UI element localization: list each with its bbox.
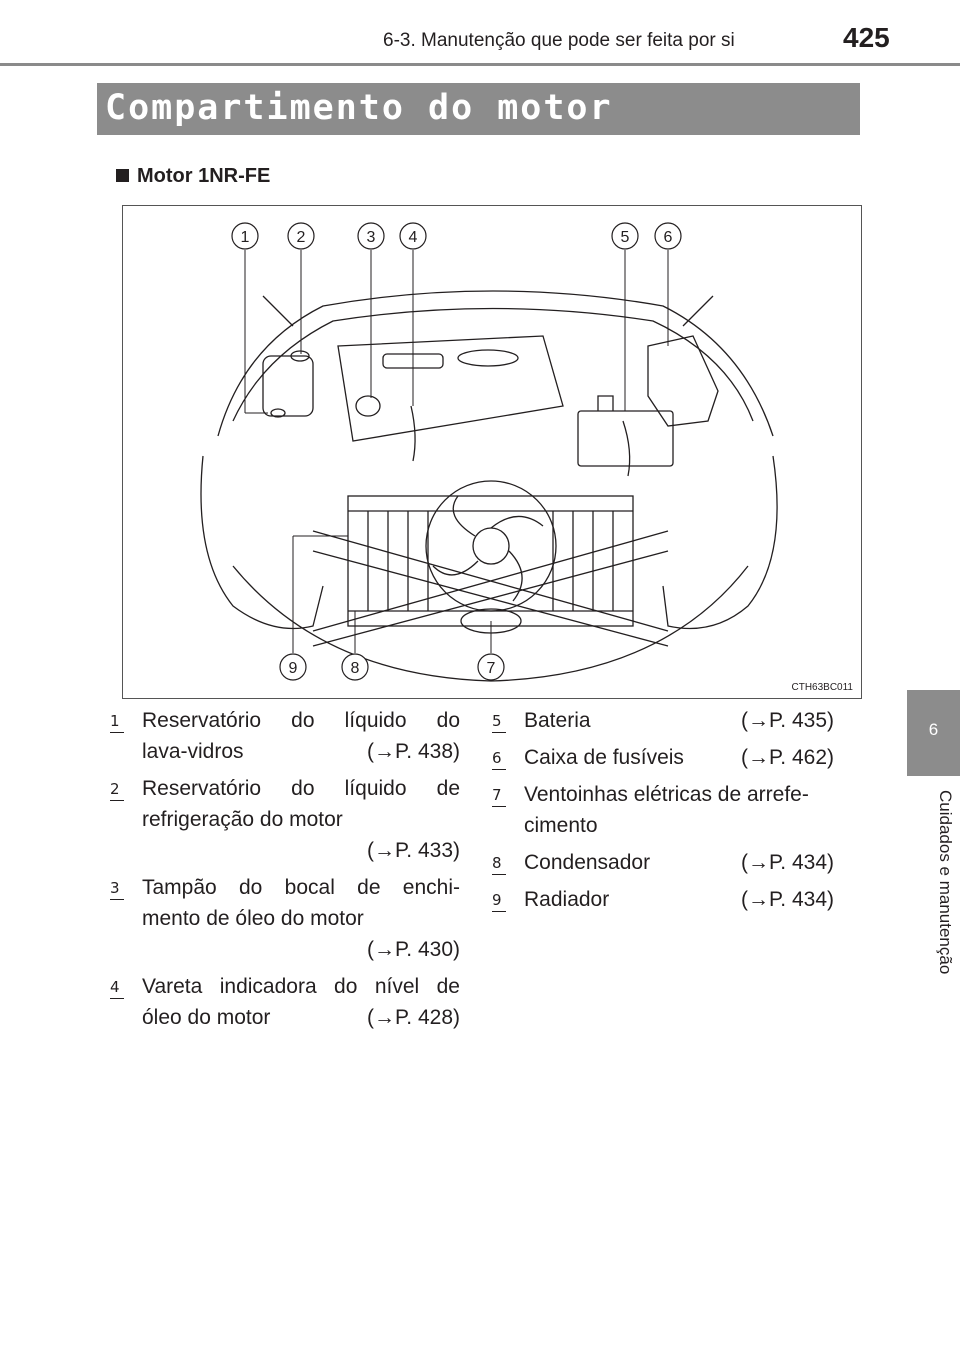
header-rule xyxy=(0,63,960,66)
legend-number: 1 xyxy=(110,711,125,733)
legend-number: 8 xyxy=(492,853,507,875)
legend-number: 6 xyxy=(492,748,507,770)
callout-6-circle xyxy=(654,222,682,250)
page-reference: (→P. 428) xyxy=(367,1006,460,1029)
legend-text: Reservatório do líquido de xyxy=(142,777,460,800)
callout-1-circle xyxy=(231,222,259,250)
page-reference: (→P. 434) xyxy=(741,851,834,874)
legend-item: 8 Condensador (→P. 434) xyxy=(492,847,834,878)
callout-4: 4 xyxy=(409,229,418,246)
callout-6: 6 xyxy=(664,229,673,246)
legend-item: 3 Tampão do bocal de enchi- mento de óle… xyxy=(110,872,460,965)
page-reference: (→P. 462) xyxy=(741,746,834,769)
callout-8-circle xyxy=(341,653,369,681)
legend-text: Reservatório do líquido do xyxy=(142,709,460,732)
callout-2: 2 xyxy=(297,229,306,246)
legend-item: 2 Reservatório do líquido de refrigeraçã… xyxy=(110,773,460,866)
legend-item: 6 Caixa de fusíveis (→P. 462) xyxy=(492,742,834,773)
legend-number: 2 xyxy=(110,779,125,801)
legend-item: 7 Ventoinhas elétricas de arrefe- ciment… xyxy=(492,779,834,841)
legend-left: 1 Reservatório do líquido do lava-vidros… xyxy=(110,705,460,1039)
page-reference: (→P. 434) xyxy=(741,888,834,911)
legend-text: Caixa de fusíveis xyxy=(524,746,684,769)
legend-number: 4 xyxy=(110,977,125,999)
chapter-number: 6 xyxy=(928,720,939,739)
square-bullet-icon xyxy=(116,169,129,182)
legend-text: Bateria xyxy=(524,709,591,732)
callout-3: 3 xyxy=(367,229,376,246)
legend-text: Vareta indicadora do nível de xyxy=(142,975,460,998)
figure-code: CTH63BC011 xyxy=(791,682,853,693)
legend-number: 5 xyxy=(492,711,507,733)
callout-8: 8 xyxy=(351,660,360,677)
callout-3-circle xyxy=(357,222,385,250)
callout-9: 9 xyxy=(289,660,298,677)
subheading: Motor 1NR-FE xyxy=(116,165,270,188)
engine-drawing: 1 2 3 4 5 6 7 8 9 xyxy=(200,222,778,682)
legend-number: 3 xyxy=(110,878,125,900)
chapter-tab: 6 xyxy=(907,690,960,776)
legend-right: 5 Bateria (→P. 435) 6 Caixa de fusíveis (→… xyxy=(492,705,834,921)
title-bar: Compartimento do motor xyxy=(97,83,860,135)
legend-text: Tampão do bocal de enchi- xyxy=(142,876,460,899)
legend-text: óleo do motor xyxy=(142,1006,271,1029)
callout-7-circle xyxy=(477,653,505,681)
legend-text: lava-vidros xyxy=(142,740,244,763)
page-reference: (→P. 433) xyxy=(367,839,460,862)
chapter-label: Cuidados e manutenção xyxy=(936,790,955,975)
subheading-text: Motor 1NR-FE xyxy=(137,165,271,187)
legend-text: Ventoinhas elétricas de arrefe- xyxy=(524,783,809,806)
legend-number: 7 xyxy=(492,785,507,807)
section-title: 6-3. Manutenção que pode ser feita por s… xyxy=(383,30,735,51)
legend-item: 5 Bateria (→P. 435) xyxy=(492,705,834,736)
legend-item: 4 Vareta indicadora do nível de óleo do … xyxy=(110,971,460,1033)
callout-5-circle xyxy=(611,222,639,250)
page-reference: (→P. 430) xyxy=(367,938,460,961)
page-title: Compartimento do motor xyxy=(105,88,613,128)
legend-text: mento de óleo do motor xyxy=(142,907,364,930)
legend-text: refrigeração do motor xyxy=(142,808,343,831)
callout-1: 1 xyxy=(241,229,250,246)
callout-2-circle xyxy=(287,222,315,250)
page-reference: (→P. 435) xyxy=(741,709,834,732)
callout-9-circle xyxy=(279,653,307,681)
callout-4-circle xyxy=(399,222,427,250)
legend-text: cimento xyxy=(524,814,598,837)
legend-item: 1 Reservatório do líquido do lava-vidros… xyxy=(110,705,460,767)
legend-number: 9 xyxy=(492,890,507,912)
page-number: 425 xyxy=(843,22,890,53)
legend-item: 9 Radiador (→P. 434) xyxy=(492,884,834,915)
callout-5: 5 xyxy=(621,229,630,246)
legend-text: Condensador xyxy=(524,851,651,874)
callout-7: 7 xyxy=(487,660,496,677)
legend-text: Radiador xyxy=(524,888,610,911)
engine-illustration: 1 2 3 4 5 6 7 8 9 CTH63BC011 xyxy=(122,205,862,699)
page-reference: (→P. 438) xyxy=(367,740,460,763)
